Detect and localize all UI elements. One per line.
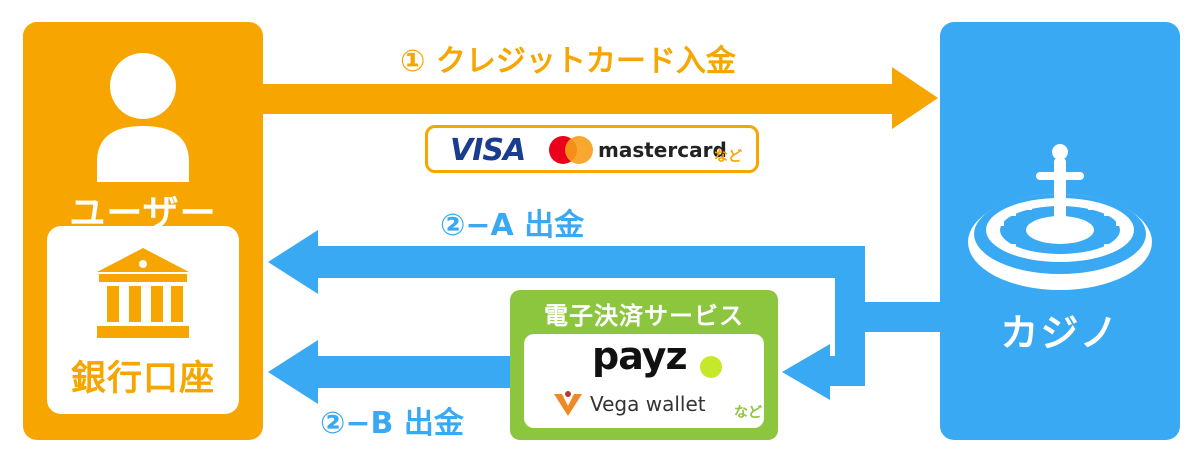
ewallet-box: 電子決済サービス payz Vega wallet など xyxy=(510,290,778,440)
casino-label: カジノ xyxy=(1000,311,1120,355)
withdraw-b-label: ②−B 出金 xyxy=(320,406,464,441)
mastercard-icon xyxy=(549,136,593,164)
ewallet-title: 電子決済サービス xyxy=(544,302,744,330)
withdraw-a-arrow xyxy=(268,230,940,332)
withdraw-to-ewallet-arrow xyxy=(782,302,865,400)
bank-icon xyxy=(97,248,189,338)
user-panel: ユーザー 銀行口座 xyxy=(23,22,263,440)
mastercard-text: mastercard xyxy=(598,138,727,162)
withdraw-a-label: ②−A 出金 xyxy=(440,208,585,243)
bank-account-label: 銀行口座 xyxy=(70,359,215,399)
payz-dot-icon xyxy=(700,356,722,378)
roulette-icon xyxy=(968,144,1152,290)
bank-account-card: 銀行口座 xyxy=(47,226,239,414)
ewallet-etc-label: など xyxy=(734,405,762,421)
visa-logo: VISA xyxy=(450,133,526,168)
credit-deposit-label: ① クレジットカード入金 xyxy=(400,44,736,79)
cards-etc-label: など xyxy=(714,149,742,165)
vega-wallet-text: Vega wallet xyxy=(590,392,706,416)
deposit-arrow xyxy=(263,67,938,129)
ewallet-logos: payz Vega wallet など xyxy=(524,334,764,428)
user-icon xyxy=(97,53,189,182)
casino-panel: カジノ xyxy=(940,22,1180,440)
withdraw-b-arrow xyxy=(268,340,510,404)
vega-wallet-icon xyxy=(554,391,582,416)
payz-logo: payz xyxy=(592,334,688,378)
card-brands-box: VISA mastercard など xyxy=(425,125,759,173)
